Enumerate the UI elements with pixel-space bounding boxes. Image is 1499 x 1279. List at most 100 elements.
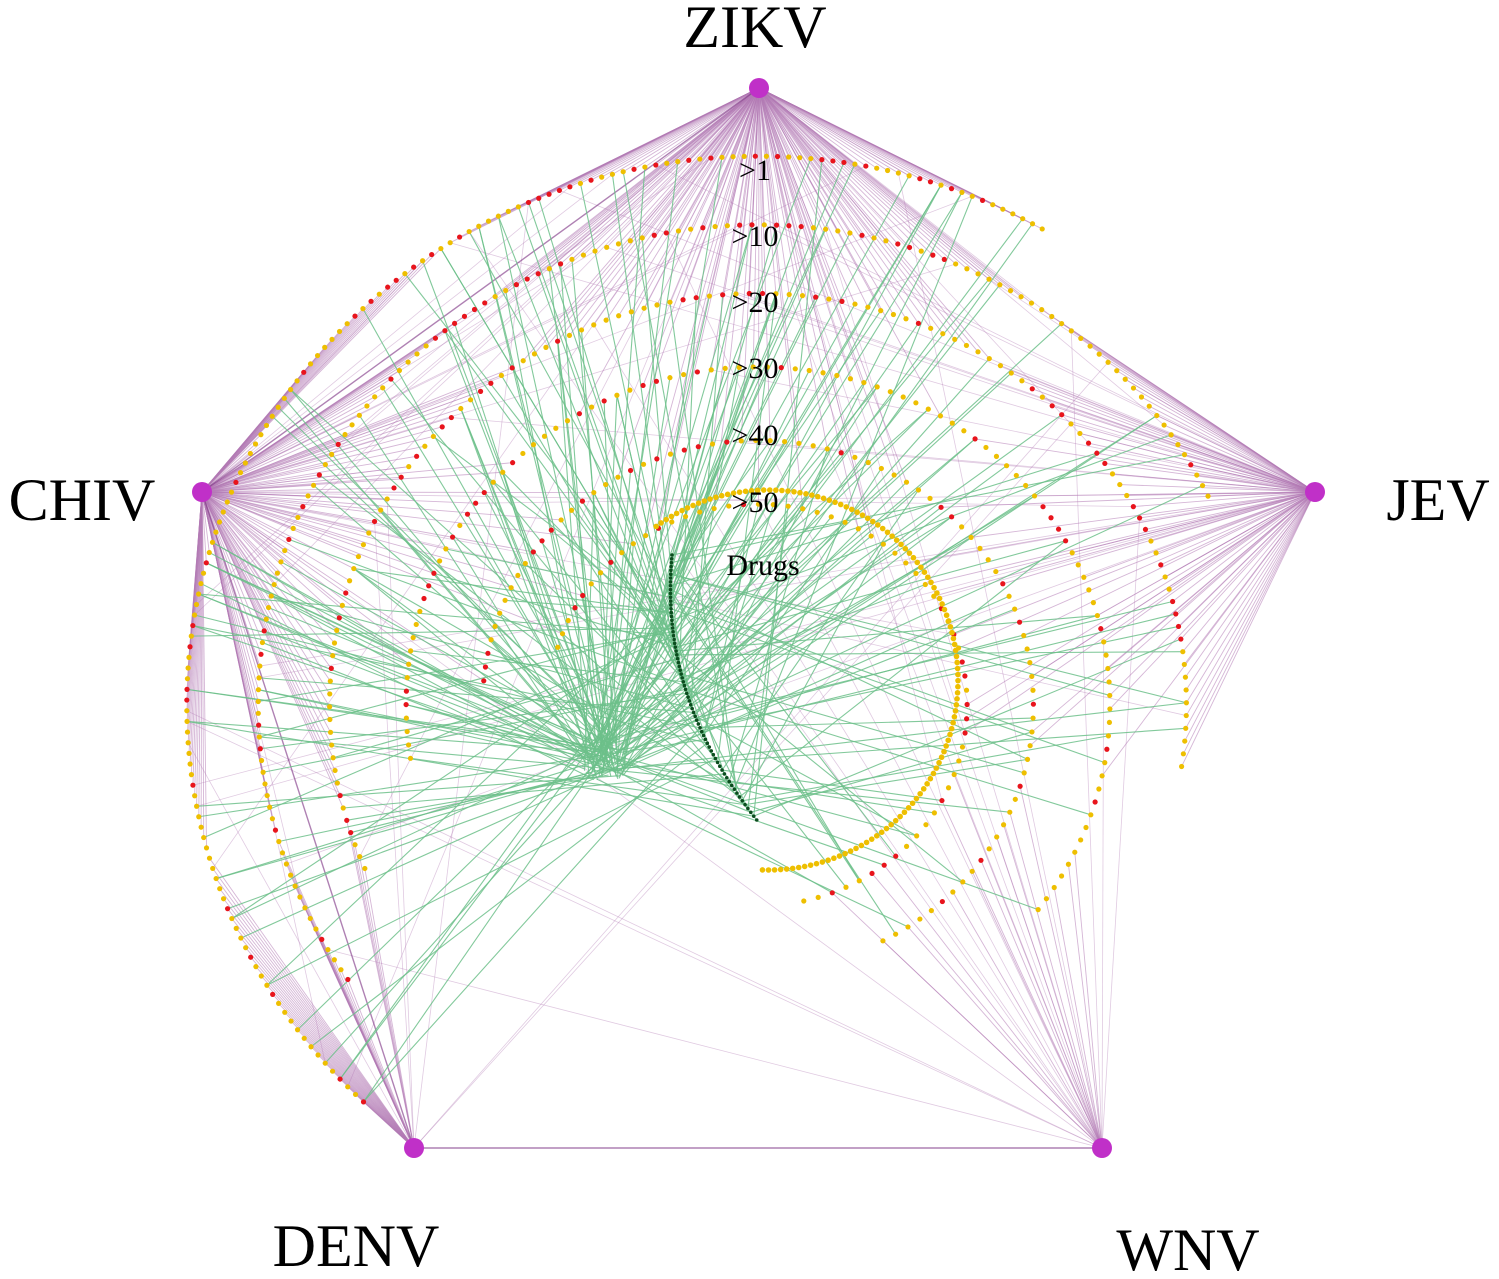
gene-node bbox=[272, 582, 277, 587]
drug-node bbox=[727, 780, 731, 784]
virus-edge bbox=[1020, 786, 1102, 1148]
gene-node bbox=[842, 520, 847, 525]
gene-node bbox=[1131, 385, 1136, 390]
drug-node bbox=[700, 730, 704, 734]
target-node bbox=[843, 504, 849, 510]
virus-edge bbox=[1102, 642, 1104, 1148]
gene-node bbox=[302, 1036, 307, 1041]
ring-label-1: >1 bbox=[739, 154, 771, 187]
gene-node bbox=[555, 339, 560, 344]
gene-node bbox=[962, 730, 967, 735]
gene-node bbox=[964, 266, 969, 271]
drug-node bbox=[707, 745, 711, 749]
target-node bbox=[898, 542, 904, 548]
gene-node bbox=[1032, 493, 1037, 498]
gene-node bbox=[608, 560, 613, 565]
target-node bbox=[951, 636, 957, 642]
gene-node bbox=[997, 282, 1002, 287]
gene-node bbox=[207, 550, 212, 555]
drug-node bbox=[677, 661, 681, 665]
gene-node bbox=[707, 293, 712, 298]
gene-node bbox=[302, 905, 307, 910]
drug-node bbox=[723, 772, 727, 776]
gene-node bbox=[942, 257, 947, 262]
gene-node bbox=[919, 249, 924, 254]
gene-node bbox=[468, 397, 473, 402]
gene-node bbox=[901, 394, 906, 399]
gene-node bbox=[201, 571, 206, 576]
gene-node bbox=[978, 858, 983, 863]
gene-node bbox=[960, 879, 965, 884]
gene-node bbox=[603, 482, 608, 487]
virus-node-chiv bbox=[192, 482, 212, 502]
gene-node bbox=[816, 895, 821, 900]
drug-node bbox=[669, 569, 673, 573]
gene-node bbox=[793, 366, 798, 371]
gene-node bbox=[345, 1084, 350, 1089]
drug-node bbox=[670, 615, 674, 619]
gene-node bbox=[1182, 738, 1187, 743]
gene-node bbox=[295, 1027, 300, 1032]
target-node bbox=[707, 496, 713, 502]
gene-node bbox=[881, 542, 886, 547]
gene-node bbox=[834, 373, 839, 378]
drug-node bbox=[702, 734, 706, 738]
gene-node bbox=[330, 653, 335, 658]
gene-node bbox=[610, 172, 615, 177]
target-node bbox=[785, 488, 791, 494]
gene-node bbox=[189, 634, 194, 639]
gene-node bbox=[345, 977, 350, 982]
gene-node bbox=[1086, 587, 1091, 592]
virus-edge bbox=[195, 88, 759, 615]
virus-edge bbox=[202, 174, 612, 492]
gene-node bbox=[1076, 562, 1081, 567]
gene-node bbox=[327, 704, 332, 709]
target-node bbox=[903, 546, 909, 552]
gene-node bbox=[258, 432, 263, 437]
gene-node bbox=[823, 227, 828, 232]
gene-node bbox=[938, 183, 943, 188]
gene-node bbox=[313, 926, 318, 931]
target-node bbox=[791, 489, 797, 495]
virus-edge bbox=[1117, 371, 1315, 492]
gene-node bbox=[385, 285, 390, 290]
target-node bbox=[779, 488, 785, 494]
target-node bbox=[955, 666, 961, 672]
gene-node bbox=[723, 366, 728, 371]
gene-node bbox=[1031, 702, 1036, 707]
drug-edge bbox=[267, 605, 671, 985]
gene-node bbox=[724, 439, 729, 444]
virus-edge bbox=[1173, 492, 1315, 601]
gene-node bbox=[904, 844, 909, 849]
gene-node bbox=[372, 394, 377, 399]
virus-node-jev bbox=[1305, 482, 1325, 502]
gene-node bbox=[338, 967, 343, 972]
gene-node bbox=[1077, 431, 1082, 436]
gene-node bbox=[516, 204, 521, 209]
drug-node bbox=[738, 795, 742, 799]
gene-node bbox=[1169, 432, 1174, 437]
drug-node bbox=[679, 672, 683, 676]
gene-node bbox=[404, 702, 409, 707]
gene-node bbox=[364, 403, 369, 408]
gene-node bbox=[883, 238, 888, 243]
gene-node bbox=[1063, 538, 1068, 543]
gene-node bbox=[253, 964, 258, 969]
virus-edge bbox=[1141, 397, 1315, 492]
virus-edge bbox=[546, 88, 759, 347]
gene-node bbox=[628, 238, 633, 243]
gene-node bbox=[315, 1052, 320, 1057]
gene-node bbox=[1110, 471, 1115, 476]
gene-node bbox=[1028, 743, 1033, 748]
gene-node bbox=[311, 483, 316, 488]
gene-node bbox=[1029, 729, 1034, 734]
gene-node bbox=[329, 337, 334, 342]
gene-node bbox=[1040, 395, 1045, 400]
gene-node bbox=[256, 675, 261, 680]
gene-node bbox=[589, 581, 594, 586]
gene-node bbox=[892, 472, 897, 477]
target-node bbox=[907, 550, 913, 556]
gene-node bbox=[980, 198, 985, 203]
gene-node bbox=[234, 926, 239, 931]
gene-node bbox=[204, 845, 209, 850]
